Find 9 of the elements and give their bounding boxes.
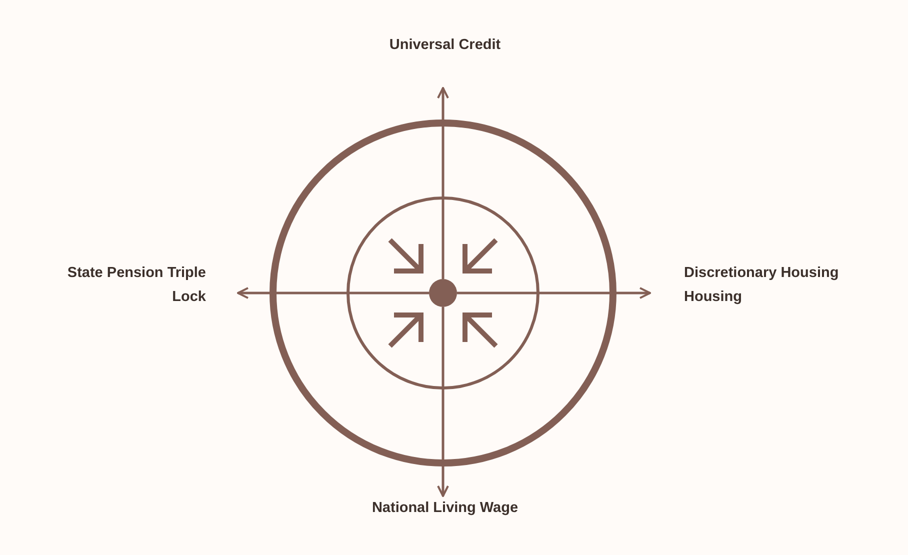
arrow: [437, 87, 449, 279]
center-dot: [429, 279, 457, 307]
axis-label: Universal Credit: [388, 36, 502, 55]
axis-label: Discretionary Housing Housing: [684, 264, 840, 307]
axis-label: National Living Wage: [370, 499, 520, 518]
arrow: [457, 287, 651, 299]
axis-label: State Pension Triple Lock: [66, 264, 206, 307]
arrow: [237, 287, 429, 299]
arrow: [437, 307, 449, 497]
